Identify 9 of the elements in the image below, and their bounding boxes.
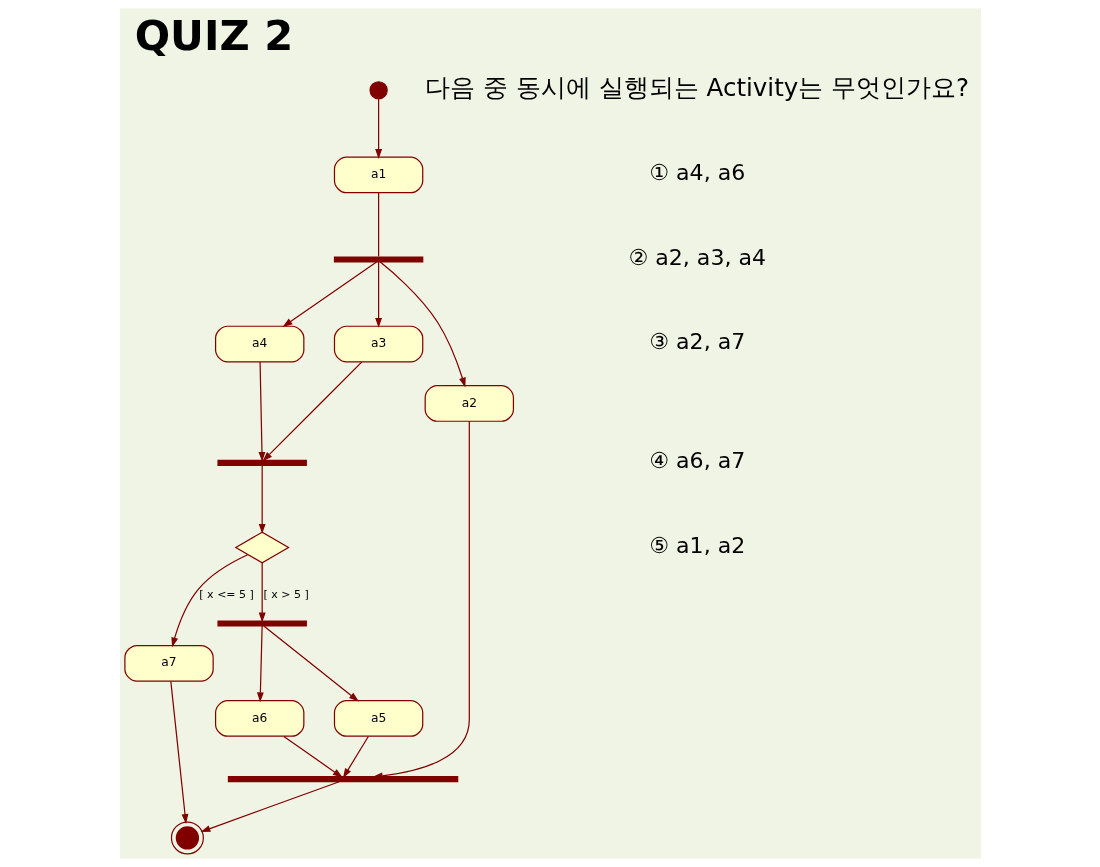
label: ① a4, a6 bbox=[648, 160, 745, 186]
label: ② a2, a3, a4 bbox=[628, 244, 766, 270]
edge-label: [ x <= 5 ] bbox=[198, 587, 254, 601]
diagram-title: QUIZ 2 bbox=[134, 11, 293, 61]
label: ③ a2, a7 bbox=[648, 329, 745, 355]
label: 다음 중 동시에 실행되는 Activity는 무엇인가요? bbox=[424, 73, 969, 103]
edge-label: [ x > 5 ] bbox=[262, 587, 309, 601]
label: ⑤ a1, a2 bbox=[648, 532, 745, 558]
label: ④ a6, a7 bbox=[648, 448, 745, 474]
